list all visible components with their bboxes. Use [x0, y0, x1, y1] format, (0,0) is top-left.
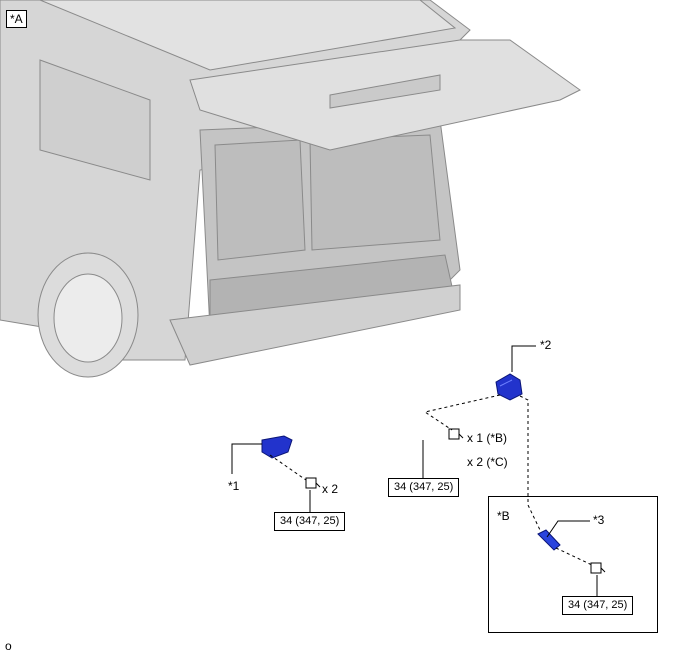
quantity-left: x 2 — [322, 482, 339, 496]
bolt-icon — [305, 428, 606, 574]
callout-part2: *2 — [540, 338, 552, 352]
dashed-connectors — [269, 394, 593, 566]
inset-frame — [488, 496, 658, 633]
torque-box-inset: 34 (347, 25) — [562, 596, 634, 615]
quantity-middle-b: x 1 (*B) — [467, 431, 508, 445]
part-1-bracket — [261, 435, 293, 459]
part-3-bracket — [537, 529, 561, 551]
callout-part1: *1 — [228, 479, 240, 493]
torque-box-left: 34 (347, 25) — [274, 512, 346, 531]
part-2-sensor — [495, 373, 523, 401]
footer-mark: o — [5, 639, 12, 653]
view-label: *A — [6, 10, 27, 28]
van-body — [0, 0, 581, 378]
inset-label: *B — [497, 509, 510, 523]
quantity-middle-c: x 2 (*C) — [467, 455, 508, 469]
torque-box-middle: 34 (347, 25) — [388, 478, 460, 497]
leader-lines — [231, 345, 598, 596]
callout-part3: *3 — [593, 513, 605, 527]
